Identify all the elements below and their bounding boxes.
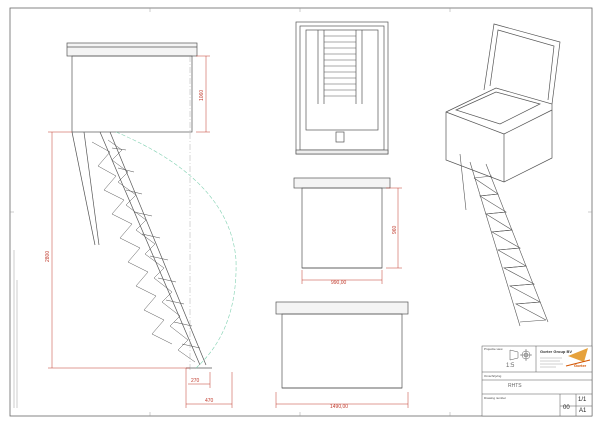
dim-side-height: 1060 — [199, 89, 205, 101]
dim-front-height: 960 — [392, 225, 398, 234]
disclaimer-text-lines — [13, 250, 18, 408]
scale-value: 1:5 — [506, 363, 515, 369]
gorter-logo-icon — [565, 348, 591, 367]
dim-front-width: 990,00 — [331, 280, 347, 286]
projection-label: Projectie view — [484, 347, 503, 351]
side-view — [66, 42, 212, 369]
company-name: Gorter Group BV — [540, 349, 573, 354]
front-view-closed — [293, 177, 391, 269]
front-dimension-lines — [301, 187, 402, 284]
sheet-value: 1/1 — [578, 397, 587, 403]
front-view — [295, 21, 389, 155]
bottom-dimension-lines — [275, 392, 409, 408]
dim-foot-offset-1: 270 — [191, 378, 200, 384]
description-value: RHTS — [508, 383, 522, 389]
size-value: A1 — [579, 408, 587, 414]
ladder-swing-arc — [115, 131, 237, 369]
projection-symbol-icon — [509, 349, 532, 361]
dim-ladder-height: 2800 — [45, 250, 51, 262]
company-address-lines — [540, 357, 563, 368]
title-block — [481, 345, 593, 417]
bottom-view — [275, 301, 409, 389]
isometric-view — [445, 23, 561, 327]
zone-ticks — [10, 8, 592, 416]
dim-bottom-width: 1490,00 — [330, 404, 349, 410]
revision-value: 00 — [563, 405, 570, 411]
dim-foot-offset-2: 470 — [205, 398, 214, 404]
description-label: Omschrijving — [484, 374, 502, 378]
side-dimension-lines — [48, 55, 233, 408]
brand-label: Gorter — [574, 363, 587, 368]
drawing-number-label: Drawing number — [484, 396, 507, 400]
